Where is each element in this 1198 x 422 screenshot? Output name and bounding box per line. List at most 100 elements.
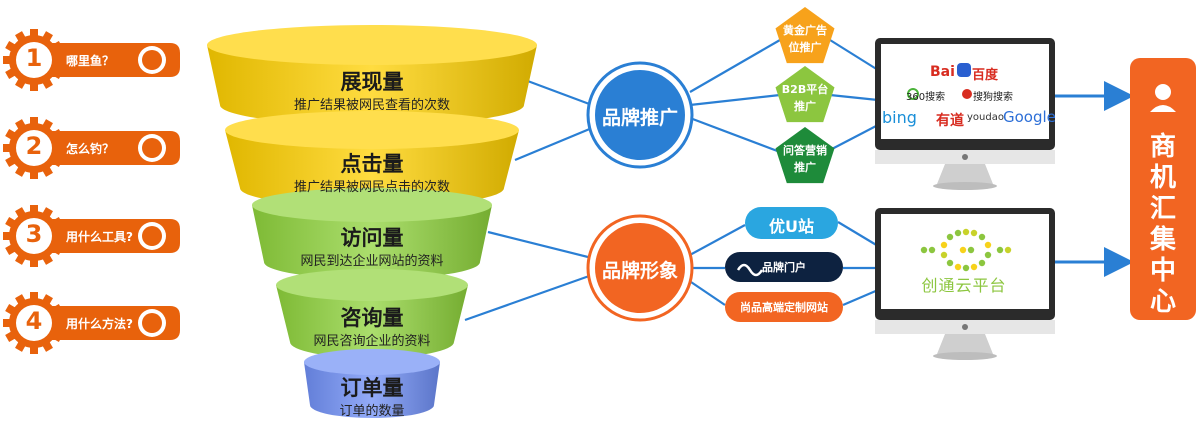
- step-label: 用什么方法?: [66, 317, 133, 331]
- gear-tooth: [30, 205, 38, 215]
- connector-line: [837, 221, 879, 247]
- brand-image-circle: [586, 214, 694, 322]
- connector-line: [514, 126, 593, 162]
- funnel-title: 展现量: [340, 70, 404, 94]
- chuangtong-logo-text: 创通云平台: [921, 276, 1007, 295]
- step-number: 4: [25, 307, 43, 335]
- logo-dot: [978, 259, 986, 267]
- pill-label: 优U站: [769, 217, 814, 236]
- decor-shape: [142, 226, 162, 246]
- decor-shape: [142, 313, 162, 333]
- decor-shape: [16, 130, 52, 166]
- decor-shape: [16, 218, 52, 254]
- pentagon-badge: [775, 7, 835, 64]
- decor-shape: [16, 42, 52, 78]
- baidu-logo: Bai: [930, 64, 955, 80]
- step-label: 哪里鱼？: [66, 54, 115, 68]
- connector-line: [524, 78, 593, 107]
- business-center-panel: [1130, 58, 1196, 320]
- step-number: 1: [25, 44, 43, 72]
- pentagon-line1: B2B平台: [781, 83, 829, 96]
- pill-badge: [725, 292, 843, 322]
- youdao-logo: youdao: [967, 112, 1004, 123]
- logo-dot: [959, 246, 967, 254]
- funnel-subtitle: 网民到达企业网站的资料: [300, 254, 444, 269]
- decor-shape: [595, 70, 685, 160]
- connector-line: [689, 116, 781, 154]
- decor-shape: [933, 352, 997, 360]
- step-number: 3: [25, 220, 43, 248]
- sogou-icon: [962, 89, 972, 99]
- logo-dot: [984, 241, 992, 249]
- step-1: [3, 29, 180, 91]
- pentagon-badge: [775, 127, 835, 184]
- logo-dot: [940, 241, 948, 249]
- decor-shape: [16, 305, 52, 341]
- decor-shape: [937, 164, 993, 184]
- baidu-paw-icon: [957, 63, 971, 77]
- pentagon-line2: 推广: [794, 161, 816, 174]
- decor-shape: [304, 362, 440, 418]
- pill-label: 品牌门户: [762, 261, 806, 274]
- step-number: 2: [25, 132, 43, 160]
- gear-tooth: [30, 292, 38, 302]
- youdao-cn-logo: 有道: [936, 113, 964, 129]
- decor-shape: [225, 111, 519, 149]
- decor-shape: [252, 188, 492, 222]
- funnel-layer-1: [207, 25, 537, 125]
- funnel-title: 访问量: [340, 226, 404, 250]
- apple-logo-icon: [962, 324, 968, 330]
- step-label: 用什么工具?: [66, 230, 133, 244]
- gear-tooth: [30, 81, 38, 91]
- pentagon-badge: [775, 66, 835, 123]
- user-icon: [1155, 84, 1171, 100]
- brand-image-circle-label: 品牌形象: [601, 260, 678, 282]
- user-icon-body: [1150, 105, 1176, 112]
- logo-dot: [1004, 246, 1012, 254]
- logo-dot: [970, 229, 978, 237]
- so360-icon: [907, 88, 919, 100]
- apple-logo-icon: [962, 154, 968, 160]
- pentagon-line1: 问答营销: [783, 144, 827, 157]
- logo-dot: [970, 263, 978, 271]
- step-2: [3, 117, 180, 179]
- gear-tooth: [30, 344, 38, 354]
- brand-promo-circle-label: 品牌推广: [601, 107, 678, 129]
- gear-tooth: [30, 169, 38, 179]
- logo-dot: [984, 251, 992, 259]
- logo-dot: [962, 264, 970, 272]
- logo-dot: [978, 233, 986, 241]
- decor-shape: [142, 50, 162, 70]
- decor-shape: [225, 130, 519, 207]
- pill-label: 尚品高端定制网站: [740, 301, 828, 314]
- gear-tooth: [30, 257, 38, 267]
- decor-shape: [933, 182, 997, 190]
- decor-shape: [595, 223, 685, 313]
- google-logo: Google: [1003, 108, 1056, 126]
- pentagon-line2: 位推广: [788, 41, 822, 54]
- decor-shape: [142, 138, 162, 158]
- connector-line: [687, 279, 726, 306]
- connector-line: [687, 224, 746, 257]
- logo-dot: [967, 246, 975, 254]
- connector-line: [487, 230, 593, 260]
- wave-logo-icon: [736, 263, 764, 277]
- connector-line: [464, 273, 593, 322]
- connector-line: [689, 93, 781, 107]
- step-3: [3, 205, 180, 267]
- funnel-subtitle: 订单的数量: [339, 404, 405, 419]
- funnel-title: 订单量: [340, 376, 404, 400]
- connector-line: [829, 93, 879, 102]
- connector-line: [842, 288, 879, 307]
- brand-promo-circle: [586, 61, 694, 169]
- pentagon-line1: 黄金广告: [783, 24, 827, 37]
- logo-dot: [928, 246, 936, 254]
- decor-shape: [937, 334, 993, 354]
- decor-shape: [252, 205, 492, 279]
- decor-shape: [207, 45, 537, 125]
- pill-badge: [745, 207, 838, 239]
- decor-shape: [304, 349, 440, 375]
- logo-dot: [920, 246, 928, 254]
